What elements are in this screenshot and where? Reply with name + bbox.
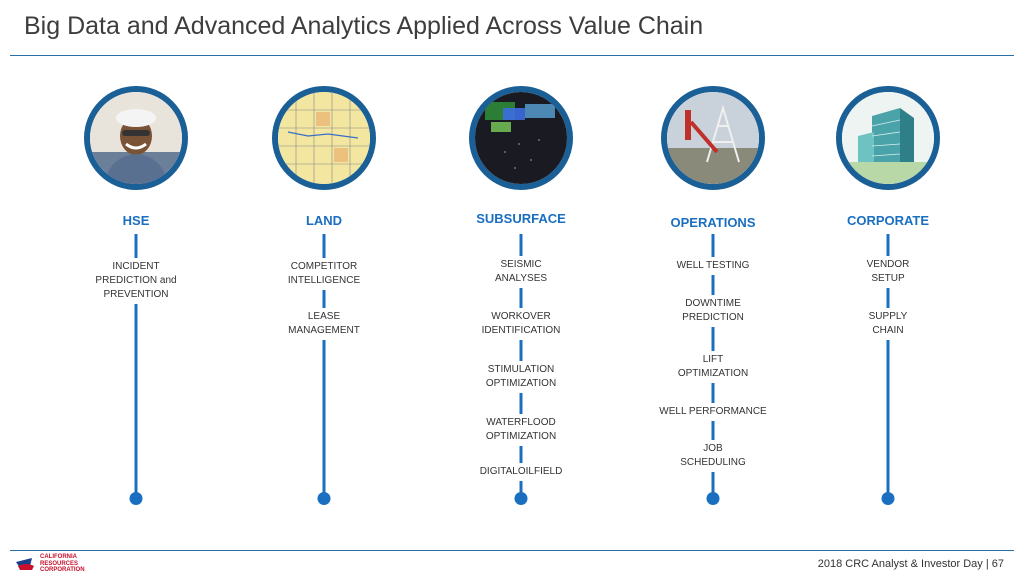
item-label: SEISMIC ANALYSES	[494, 256, 548, 288]
drilling-rig-image	[661, 86, 765, 190]
field-worker-image	[84, 86, 188, 190]
heading-operations: OPERATIONS	[670, 215, 756, 230]
office-building-image	[836, 86, 940, 190]
item-label: LEASE MANAGEMENT	[288, 308, 360, 340]
item-label: LIFT OPTIMIZATION	[677, 351, 749, 383]
page-title: Big Data and Advanced Analytics Applied …	[24, 12, 704, 40]
item-label: INCIDENT PREDICTION and PREVENTION	[95, 258, 177, 304]
column-end-dot	[317, 492, 331, 505]
item-label: STIMULATION OPTIMIZATION	[485, 361, 557, 393]
item-label: WELL PERFORMANCE	[659, 403, 767, 421]
item-label: DIGITALOILFIELD	[479, 463, 563, 481]
title-divider	[10, 55, 1014, 56]
item-label: DOWNTIME PREDICTION	[682, 295, 744, 327]
company-logo: CALIFORNIA RESOURCES CORPORATION	[14, 554, 104, 574]
footer-divider	[10, 550, 1014, 551]
item-label: COMPETITOR INTELLIGENCE	[287, 258, 361, 290]
item-label: WORKOVER IDENTIFICATION	[481, 308, 561, 340]
heading-corporate: CORPORATE	[846, 213, 930, 228]
column-end-dot	[514, 492, 528, 505]
heading-hse: HSE	[122, 213, 150, 228]
column-line	[886, 234, 890, 498]
item-label: JOB SCHEDULING	[680, 440, 746, 472]
column-line	[322, 234, 326, 498]
item-label: VENDOR SETUP	[866, 256, 910, 288]
column-line	[134, 234, 138, 498]
heading-subsurface: SUBSURFACE	[476, 211, 566, 226]
item-label: SUPPLY CHAIN	[868, 308, 908, 340]
heading-land: LAND	[305, 213, 343, 228]
bear-logo-icon	[16, 558, 34, 570]
column-end-dot	[706, 492, 720, 505]
land-map-image	[272, 86, 376, 190]
footer-text: 2018 CRC Analyst & Investor Day | 67	[817, 558, 1004, 570]
column-end-dot	[881, 492, 895, 505]
logo-text: CALIFORNIA RESOURCES CORPORATION	[40, 554, 85, 573]
column-end-dot	[129, 492, 143, 505]
item-label: WELL TESTING	[676, 257, 750, 275]
item-label: WATERFLOOD OPTIMIZATION	[485, 414, 557, 446]
seismic-map-image	[469, 86, 573, 190]
